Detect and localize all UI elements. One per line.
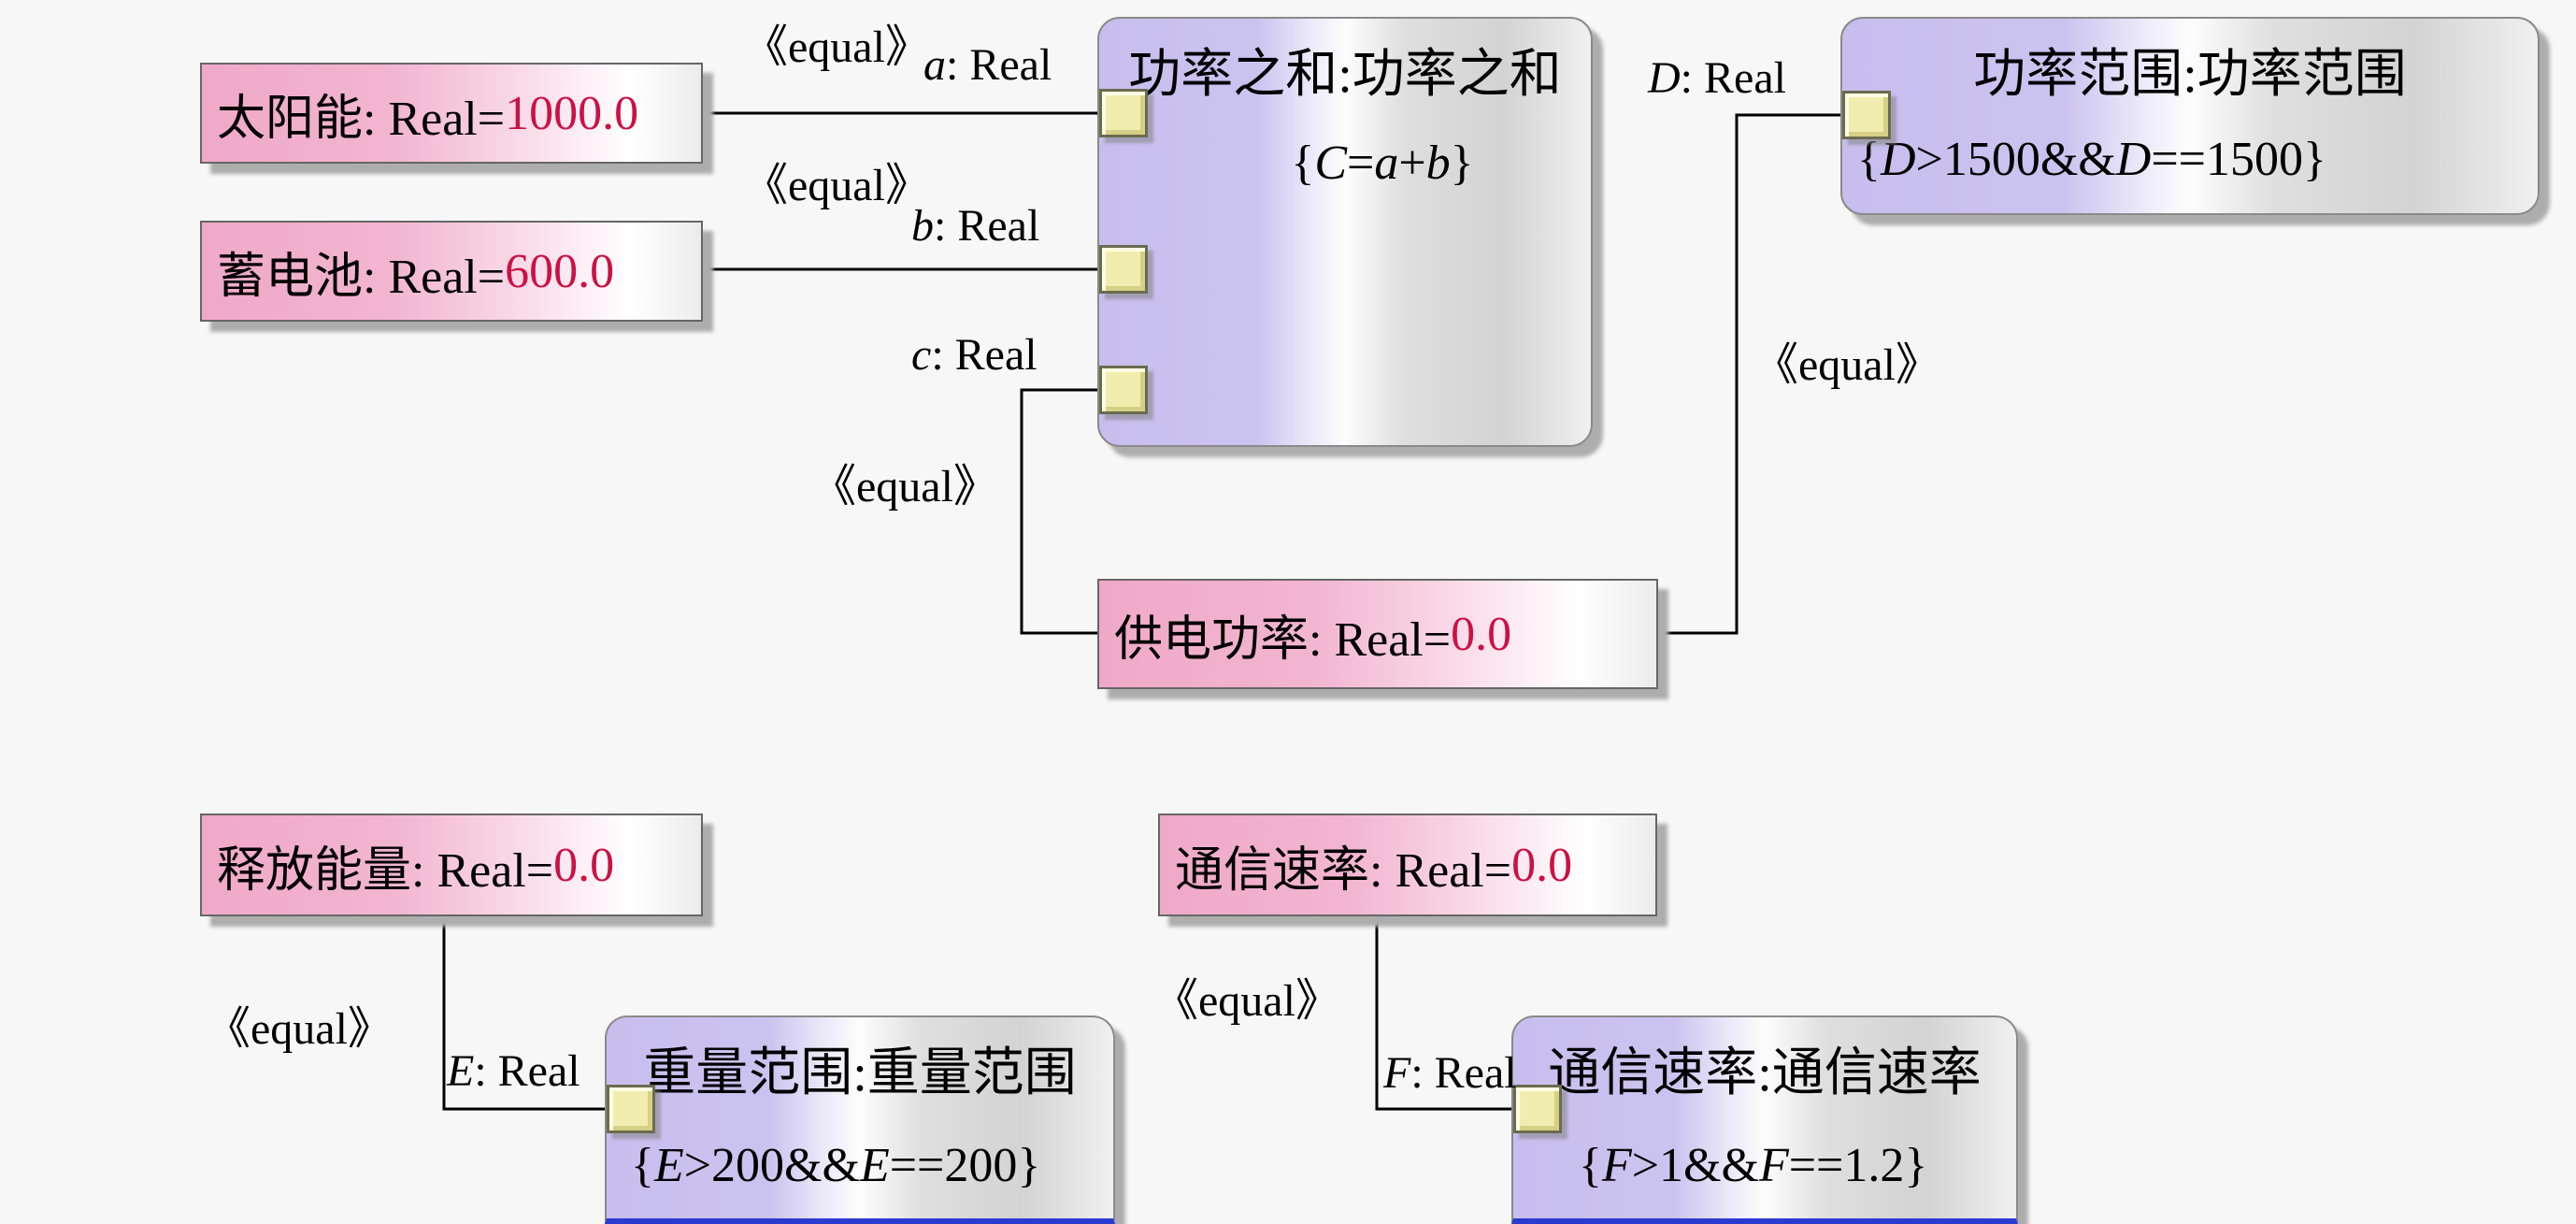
port-label-F[interactable]: F: Real <box>1383 1048 1517 1098</box>
value-box-release-value: 0.0 <box>553 838 615 892</box>
constraint-block-comm-rate-expression: {F>1&&F==1.2} <box>1579 1139 1928 1192</box>
equal-stereotype-release-E[interactable]: 《equal》 <box>206 1004 393 1054</box>
value-box-comm-label: 通信速率: Real= <box>1175 843 1512 898</box>
value-box-solar[interactable]: 太阳能: Real=1000.0 <box>200 63 703 164</box>
port-label-c[interactable]: c: Real <box>911 330 1038 380</box>
constraint-block-power-sum-expression: {C=a+b} <box>1291 137 1474 190</box>
port-label-E[interactable]: E: Real <box>447 1046 580 1096</box>
value-box-battery[interactable]: 蓄电池: Real=600.0 <box>200 221 703 322</box>
equal-stereotype-comm-F[interactable]: 《equal》 <box>1153 976 1340 1026</box>
value-box-battery-label: 蓄电池: Real= <box>217 250 506 304</box>
value-box-solar-label: 太阳能: Real= <box>217 92 506 146</box>
value-box-supply-label: 供电功率: Real= <box>1114 612 1452 667</box>
connector-release-to-port-E[interactable] <box>442 916 608 1111</box>
connector-supply-to-port-D[interactable] <box>1658 113 1842 635</box>
port-F[interactable] <box>1513 1085 1562 1133</box>
connector-comm-to-port-F[interactable] <box>1375 916 1515 1111</box>
constraint-block-power-sum[interactable]: 功率之和:功率之和 {C=a+b} <box>1097 17 1593 447</box>
port-E[interactable] <box>607 1085 655 1133</box>
constraint-block-weight-range[interactable]: 重量范围:重量范围 {E>200&&E==200} <box>605 1015 1115 1224</box>
value-box-supply[interactable]: 供电功率: Real=0.0 <box>1097 579 1658 689</box>
constraint-block-comm-rate-title: 通信速率:通信速率 <box>1548 1044 1982 1102</box>
value-box-comm[interactable]: 通信速率: Real=0.0 <box>1158 814 1657 916</box>
port-D[interactable] <box>1842 91 1891 139</box>
value-box-solar-value: 1000.0 <box>505 86 639 140</box>
equal-stereotype-battery-b[interactable]: 《equal》 <box>743 161 930 210</box>
equal-stereotype-c-supply[interactable]: 《equal》 <box>811 462 998 511</box>
port-b[interactable] <box>1099 245 1148 294</box>
port-c[interactable] <box>1099 366 1148 414</box>
port-label-a[interactable]: a: Real <box>923 40 1052 90</box>
value-box-battery-value: 600.0 <box>505 244 615 298</box>
constraint-block-power-range-title: 功率范围:功率范围 <box>1973 46 2407 104</box>
constraint-block-power-range-expression: {D>1500&&D==1500} <box>1857 133 2326 186</box>
equal-stereotype-supply-D[interactable]: 《equal》 <box>1753 340 1940 390</box>
constraint-block-power-range[interactable]: 功率范围:功率范围 {D>1500&&D==1500} <box>1840 17 2540 215</box>
connector-port-c-to-supply[interactable] <box>1020 388 1101 635</box>
value-box-release[interactable]: 释放能量: Real=0.0 <box>200 814 703 916</box>
port-a[interactable] <box>1099 89 1148 137</box>
value-box-comm-value: 0.0 <box>1511 838 1573 892</box>
constraint-block-weight-range-title: 重量范围:重量范围 <box>643 1044 1077 1102</box>
equal-stereotype-solar-a[interactable]: 《equal》 <box>743 22 930 72</box>
port-label-D[interactable]: D: Real <box>1648 53 1786 103</box>
constraint-block-weight-range-expression: {E>200&&E==200} <box>631 1139 1041 1192</box>
port-label-b[interactable]: b: Real <box>911 201 1040 251</box>
constraint-block-comm-rate[interactable]: 通信速率:通信速率 {F>1&&F==1.2} <box>1511 1015 2018 1224</box>
value-box-supply-value: 0.0 <box>1451 607 1512 661</box>
constraint-block-power-sum-title: 功率之和:功率之和 <box>1128 46 1562 104</box>
value-box-release-label: 释放能量: Real= <box>217 843 554 898</box>
